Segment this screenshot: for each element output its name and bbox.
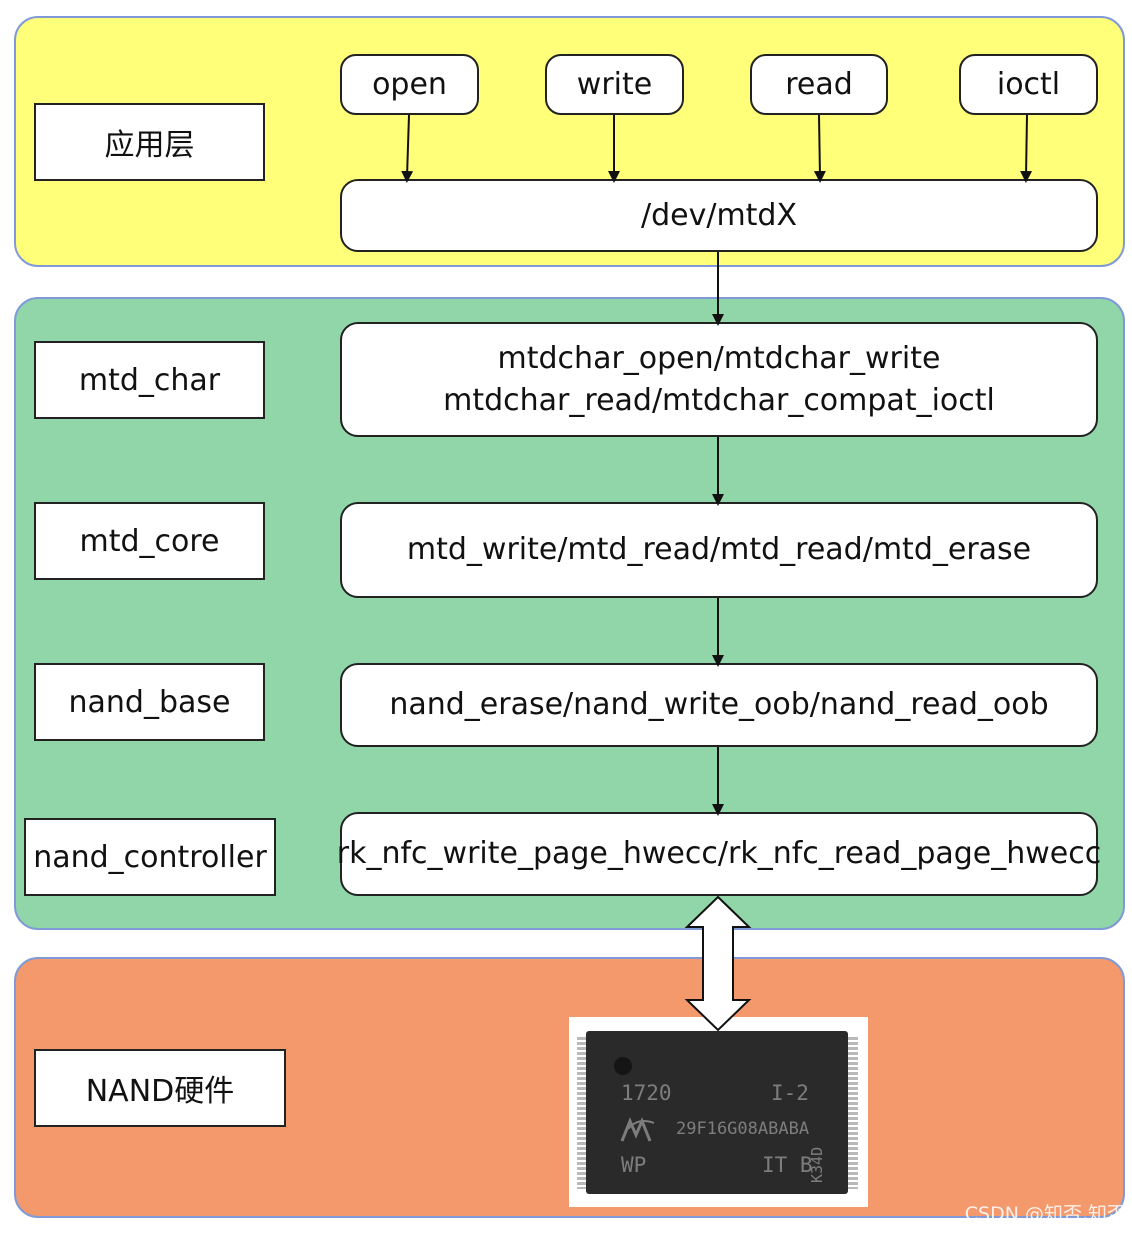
chip-left-pins <box>577 1037 587 1189</box>
open-call-text: open <box>372 66 447 102</box>
nand-base-functions-box: nand_erase/nand_write_oob/nand_read_oob <box>340 663 1098 747</box>
nand-controller-functions-box: rk_nfc_write_page_hwecc/rk_nfc_read_page… <box>337 812 1101 896</box>
mtd-core-functions-box: mtd_write/mtd_read/mtd_read/mtd_erase <box>340 502 1098 598</box>
chip-marking-date: 1720 <box>621 1081 672 1105</box>
nand-hardware-label-text: NAND硬件 <box>85 1074 235 1109</box>
read-call-box: read <box>750 54 888 115</box>
arrow-open-to-device <box>401 114 414 183</box>
chip-body: 1720 I-2 29F16G08ABABA WP IT B K34D <box>586 1031 848 1194</box>
bidirectional-arrow-controller-hardware <box>684 895 752 1032</box>
mtd-char-label-text: mtd_char <box>78 362 221 398</box>
mtd-char-functions-box: mtdchar_open/mtdchar_write mtdchar_read/… <box>340 322 1098 437</box>
write-call-box: write <box>545 54 684 115</box>
chip-right-pins <box>848 1037 858 1189</box>
nand-controller-label-text: nand_controller <box>33 839 267 875</box>
device-node-text: /dev/mtdX <box>640 197 798 233</box>
application-layer-label: 应用层 <box>34 103 265 181</box>
nand-hardware-label: NAND硬件 <box>34 1049 286 1127</box>
nand-base-functions-text: nand_erase/nand_write_oob/nand_read_oob <box>389 687 1049 722</box>
chip-marking-part-number: 29F16G08ABABA <box>676 1119 810 1139</box>
open-call-box: open <box>340 54 479 115</box>
micron-logo-icon <box>620 1117 655 1142</box>
mtd-core-functions-text: mtd_write/mtd_read/mtd_read/mtd_erase <box>406 532 1032 567</box>
mtd-char-functions-line2: mtdchar_read/mtdchar_compat_ioctl <box>443 382 995 418</box>
nand-base-label: nand_base <box>34 663 265 741</box>
mtd-char-functions-line1: mtdchar_open/mtdchar_write <box>497 340 941 376</box>
mtd-core-label-text: mtd_core <box>79 523 220 559</box>
ioctl-call-text: ioctl <box>996 66 1061 102</box>
write-call-text: write <box>576 66 653 102</box>
mtd-core-label: mtd_core <box>34 502 265 580</box>
nand-chip-image: 1720 I-2 29F16G08ABABA WP IT B K34D <box>569 1017 868 1207</box>
watermark-text: CSDN @知否,知否 <box>964 1203 1126 1225</box>
chip-pin1-dot <box>614 1057 632 1075</box>
mtd-char-label: mtd_char <box>34 341 265 419</box>
chip-marking-grade: I-2 <box>771 1081 809 1105</box>
ioctl-call-box: ioctl <box>959 54 1098 115</box>
nand-base-label-text: nand_base <box>68 684 231 720</box>
nand-controller-label: nand_controller <box>24 818 276 896</box>
application-layer-label-text: 应用层 <box>104 128 195 163</box>
nand-controller-functions-text: rk_nfc_write_page_hwecc/rk_nfc_read_page… <box>336 836 1102 871</box>
arrow-ioctl-to-device <box>1020 114 1033 183</box>
device-node-box: /dev/mtdX <box>340 179 1098 252</box>
chip-marking-code: IT B <box>762 1153 813 1177</box>
arrow-read-to-device <box>813 114 826 183</box>
read-call-text: read <box>785 66 853 102</box>
chip-marking-wp: WP <box>621 1153 647 1177</box>
